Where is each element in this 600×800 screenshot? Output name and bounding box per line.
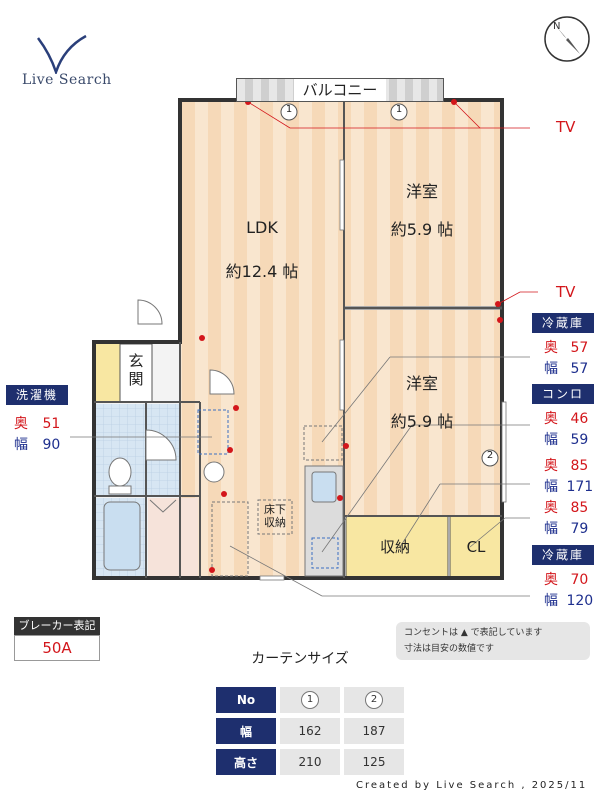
breaker-value: 50A bbox=[14, 635, 100, 661]
stove-tag: コンロ bbox=[532, 384, 594, 404]
ldk-size: 約12.4 帖 bbox=[225, 262, 299, 281]
underfloor-storage-name: 床下 収納 bbox=[264, 503, 286, 529]
washer-dims: 奥 51 幅 90 bbox=[14, 416, 61, 453]
western-room-2-size: 約5.9 帖 bbox=[390, 412, 454, 431]
svg-text:N: N bbox=[553, 21, 560, 32]
table-cell: 125 bbox=[344, 749, 404, 775]
legend-note-line-2: 寸法は目安の数値です bbox=[404, 644, 495, 654]
entrance-name: 玄 関 bbox=[128, 352, 144, 388]
fridge-2-tag: 冷蔵庫 bbox=[532, 545, 594, 565]
table-header-cell: 1 bbox=[280, 687, 340, 713]
legend-note: コンセントは ▲ で表記しています 寸法は目安の数値です bbox=[396, 622, 590, 660]
western-room-2-name: 洋室 bbox=[405, 374, 438, 393]
table-row: 高さ 210 125 bbox=[216, 749, 404, 775]
logo-text: Live Search bbox=[22, 72, 112, 88]
balcony-label: バルコニー bbox=[294, 79, 386, 101]
table-header-cell: No bbox=[216, 687, 276, 713]
logo-mark-icon bbox=[36, 34, 87, 74]
western-room-1-floor bbox=[344, 100, 502, 306]
shoe-box bbox=[96, 344, 120, 402]
balcony-label-box: バルコニー bbox=[236, 78, 444, 102]
table-cell: 187 bbox=[344, 718, 404, 744]
fridge-1-tag: 冷蔵庫 bbox=[532, 313, 594, 333]
curtain-size-title: カーテンサイズ bbox=[251, 651, 349, 667]
closet-name: CL bbox=[466, 538, 486, 556]
storage-name: 収納 bbox=[379, 538, 410, 556]
western-room-1-size: 約5.9 帖 bbox=[390, 220, 454, 239]
table-header-cell: 2 bbox=[344, 687, 404, 713]
fridge-2-dims: 奥 70 幅 120 bbox=[544, 572, 594, 609]
credit-line: Created by Live Search , 2025/11 bbox=[356, 780, 588, 791]
storage-dims: 奥 85 幅 171 bbox=[544, 458, 594, 495]
table-row-label: 幅 bbox=[216, 718, 276, 744]
table-cell: 162 bbox=[280, 718, 340, 744]
compass-north-icon: N bbox=[544, 16, 590, 62]
breaker-title: ブレーカー表記 bbox=[14, 617, 100, 635]
storage-floor bbox=[345, 515, 449, 579]
stove-dims: 奥 46 幅 59 bbox=[544, 411, 589, 448]
dressing-floor bbox=[148, 498, 198, 576]
curtain-size-table: No 1 2 幅 162 187 高さ 210 125 bbox=[212, 682, 408, 780]
washer-tag: 洗濯機 bbox=[6, 385, 68, 405]
window-marker-1b: 1 bbox=[395, 104, 403, 115]
legend-note-line-1: コンセントは ▲ で表記しています bbox=[404, 628, 543, 638]
table-row-label: 高さ bbox=[216, 749, 276, 775]
table-row: 幅 162 187 bbox=[216, 718, 404, 744]
tv-label-1: TV bbox=[556, 118, 576, 136]
western-room-1-name: 洋室 bbox=[405, 182, 438, 201]
tv-label-2: TV bbox=[556, 283, 576, 301]
fridge-1-dims: 奥 57 幅 57 bbox=[544, 340, 589, 377]
ldk-name: LDK bbox=[246, 218, 278, 237]
entrance-floor bbox=[119, 343, 153, 403]
window-marker-1a: 1 bbox=[285, 104, 293, 115]
closet-dims: 奥 85 幅 79 bbox=[544, 500, 589, 537]
window-marker-2: 2 bbox=[486, 450, 494, 461]
table-cell: 210 bbox=[280, 749, 340, 775]
western-room-2-floor bbox=[344, 310, 502, 516]
table-row: No 1 2 bbox=[216, 687, 404, 713]
